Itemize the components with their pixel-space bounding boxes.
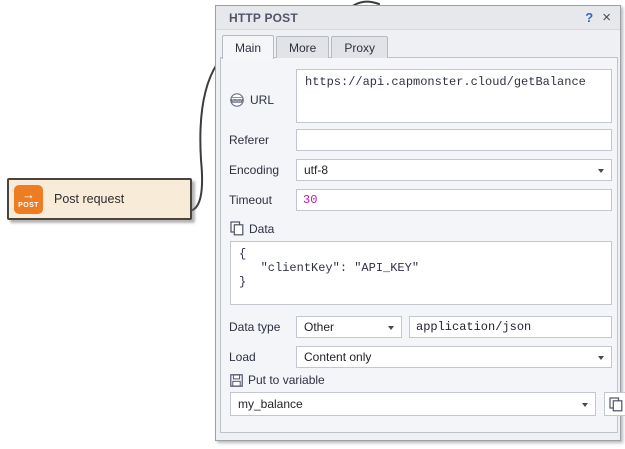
chevron-down-icon xyxy=(388,326,394,330)
post-icon: → POST xyxy=(14,185,43,214)
post-request-node[interactable]: → POST Post request xyxy=(7,178,192,220)
url-input[interactable]: https://api.capmonster.cloud/getBalance xyxy=(296,69,612,123)
svg-text:www: www xyxy=(230,98,243,104)
data-type-label: Data type xyxy=(229,320,280,334)
encoding-label: Encoding xyxy=(229,163,279,177)
data-type-value: Other xyxy=(304,320,334,334)
url-label: www URL xyxy=(229,92,274,108)
chevron-down-icon xyxy=(598,356,604,360)
variable-value: my_balance xyxy=(238,397,303,411)
chevron-down-icon xyxy=(598,169,604,173)
save-floppy-icon xyxy=(230,374,243,387)
main-tab-panel: www URL https://api.capmonster.cloud/get… xyxy=(220,57,618,433)
tab-main[interactable]: Main xyxy=(222,35,274,59)
titlebar-icons: ? × xyxy=(585,10,620,25)
copy-variable-button[interactable] xyxy=(604,392,625,416)
data-label: Data xyxy=(230,221,274,236)
copy-pages-icon xyxy=(609,397,623,412)
timeout-label: Timeout xyxy=(229,193,272,207)
timeout-input[interactable] xyxy=(296,189,612,211)
help-icon[interactable]: ? xyxy=(585,10,593,25)
tab-more[interactable]: More xyxy=(276,36,329,58)
node-to-dialog-wire xyxy=(188,64,217,211)
variable-select[interactable]: my_balance xyxy=(230,392,596,416)
chevron-down-icon xyxy=(582,403,588,407)
close-icon[interactable]: × xyxy=(602,11,611,24)
www-globe-icon: www xyxy=(229,92,245,108)
put-to-variable-label: Put to variable xyxy=(230,373,325,387)
node-label: Post request xyxy=(54,192,124,206)
encoding-value: utf-8 xyxy=(304,163,328,177)
referer-label: Referer xyxy=(229,133,269,147)
load-label: Load xyxy=(229,350,256,364)
copy-pages-icon xyxy=(230,221,244,236)
data-type-select[interactable]: Other xyxy=(296,316,402,338)
data-input[interactable]: { "clientKey": "API_KEY" } xyxy=(230,241,612,305)
dialog-titlebar[interactable]: HTTP POST ? × xyxy=(216,6,620,30)
tab-proxy[interactable]: Proxy xyxy=(331,36,388,58)
http-post-dialog: HTTP POST ? × Main More Proxy www URL ht… xyxy=(215,5,621,441)
referer-input[interactable] xyxy=(296,129,612,151)
load-value: Content only xyxy=(304,350,371,364)
post-arrow-icon: → xyxy=(22,189,35,201)
tab-bar: Main More Proxy xyxy=(222,34,390,58)
dialog-title: HTTP POST xyxy=(229,11,298,25)
load-select[interactable]: Content only xyxy=(296,346,612,368)
content-type-input[interactable] xyxy=(409,316,612,338)
encoding-select[interactable]: utf-8 xyxy=(296,159,612,181)
